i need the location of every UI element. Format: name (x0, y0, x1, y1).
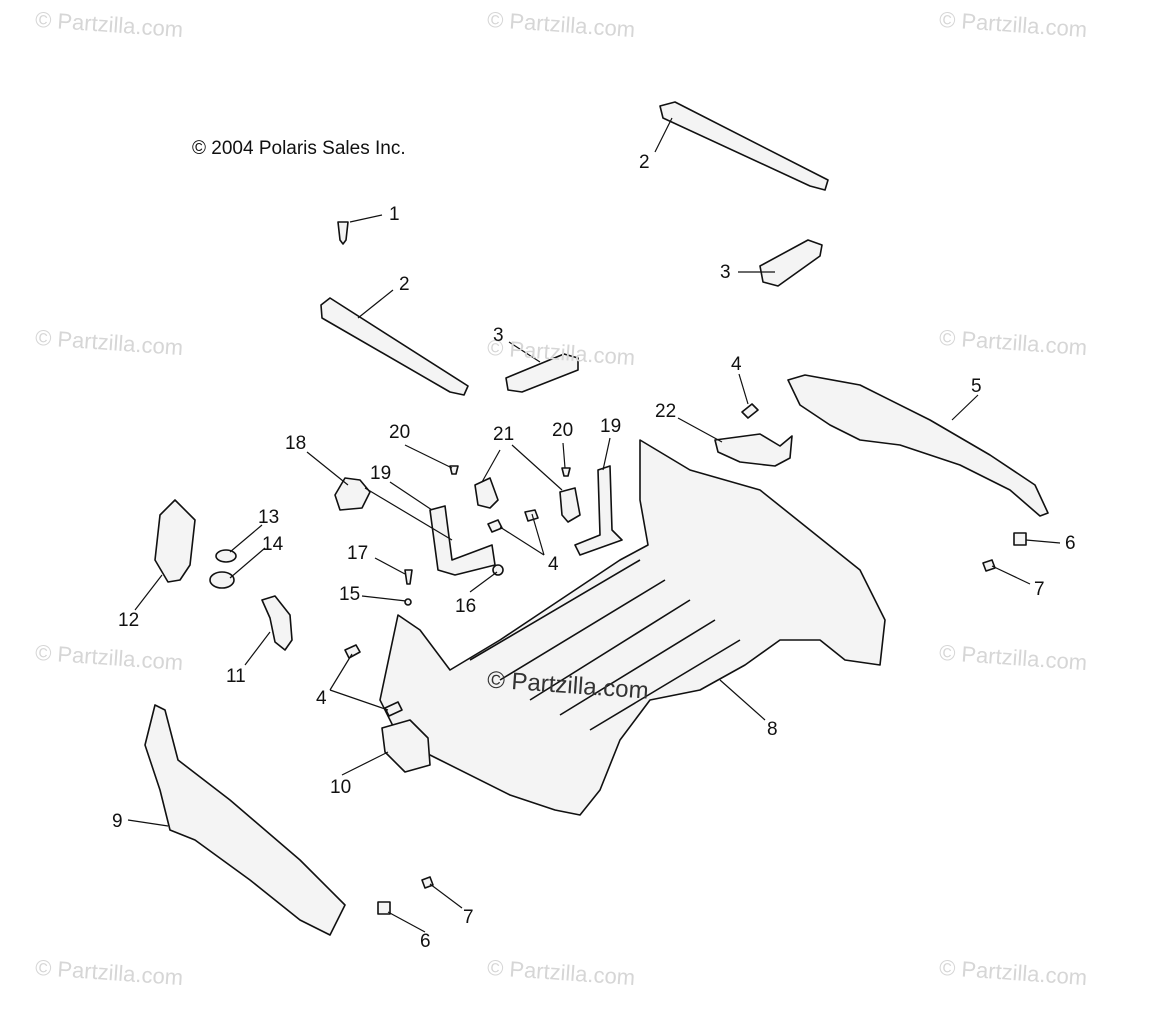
part-3-bracket-upper (759, 239, 823, 287)
part-21-plate-left (474, 477, 499, 509)
callout-22: 22 (655, 401, 677, 422)
part-5-fender-right (787, 374, 1049, 517)
callout-2: 2 (639, 152, 650, 173)
callout-13: 13 (258, 507, 280, 528)
part-8-rear-fender (379, 439, 886, 816)
callout-4: 4 (316, 688, 327, 709)
callout-12: 12 (118, 610, 140, 631)
callout-18: 18 (285, 433, 307, 454)
callout-4: 4 (548, 554, 559, 575)
callout-6: 6 (420, 931, 431, 952)
callout-2: 2 (399, 274, 410, 295)
part-6-clip-right (1013, 532, 1027, 546)
part-2-bar-lower (320, 297, 469, 396)
part-19-bracket-left (429, 505, 496, 576)
callout-11: 11 (226, 666, 246, 687)
part-3-bracket-center (505, 353, 579, 393)
part-15-washer (404, 598, 412, 606)
callout-17: 17 (347, 543, 369, 564)
callout-7: 7 (1034, 579, 1045, 600)
callout-20: 20 (389, 422, 411, 443)
callout-5: 5 (971, 376, 982, 397)
part-4-screw-d (487, 519, 503, 533)
callout-20: 20 (552, 420, 574, 441)
callout-16: 16 (455, 596, 477, 617)
callout-3: 3 (720, 262, 731, 283)
part-19-bracket-right (574, 465, 623, 556)
part-4-screw-b (344, 644, 361, 659)
part-20-screw-b (561, 467, 571, 477)
part-18-bracket (334, 477, 371, 511)
callout-7: 7 (463, 907, 474, 928)
leader-lines (127, 117, 1061, 933)
callout-19: 19 (600, 416, 622, 437)
part-4-screw-e (524, 509, 539, 522)
part-12-tail-light (154, 499, 196, 583)
part-13-bulb (215, 549, 237, 563)
callout-15: 15 (339, 584, 361, 605)
part-17-screw (404, 569, 413, 585)
callout-8: 8 (767, 719, 778, 740)
part-9-fender-left (144, 704, 346, 936)
part-21-plate-right (559, 487, 581, 523)
callout-6: 6 (1065, 533, 1076, 554)
callout-4: 4 (731, 354, 742, 375)
callout-14: 14 (262, 534, 284, 555)
part-8-floor (469, 559, 741, 731)
part-2-bar-upper (659, 101, 829, 191)
part-14-bulb (209, 571, 235, 589)
part-22-bracket (714, 433, 793, 467)
part-11-socket (261, 595, 293, 651)
part-6-clip-left (377, 901, 391, 915)
callout-21: 21 (493, 424, 515, 445)
part-4-screw-c (384, 701, 403, 717)
callout-19: 19 (370, 463, 392, 484)
callout-9: 9 (112, 811, 123, 832)
part-10-bracket (381, 719, 431, 773)
part-4-screw-a (741, 403, 759, 419)
copyright-notice: © 2004 Polaris Sales Inc. (192, 138, 406, 159)
part-7-screw-b (421, 876, 434, 889)
callout-1: 1 (389, 204, 400, 225)
part-7-screw-a (982, 559, 996, 572)
callout-10: 10 (330, 777, 352, 798)
part-1-screw (337, 221, 349, 245)
callout-3: 3 (493, 325, 504, 346)
